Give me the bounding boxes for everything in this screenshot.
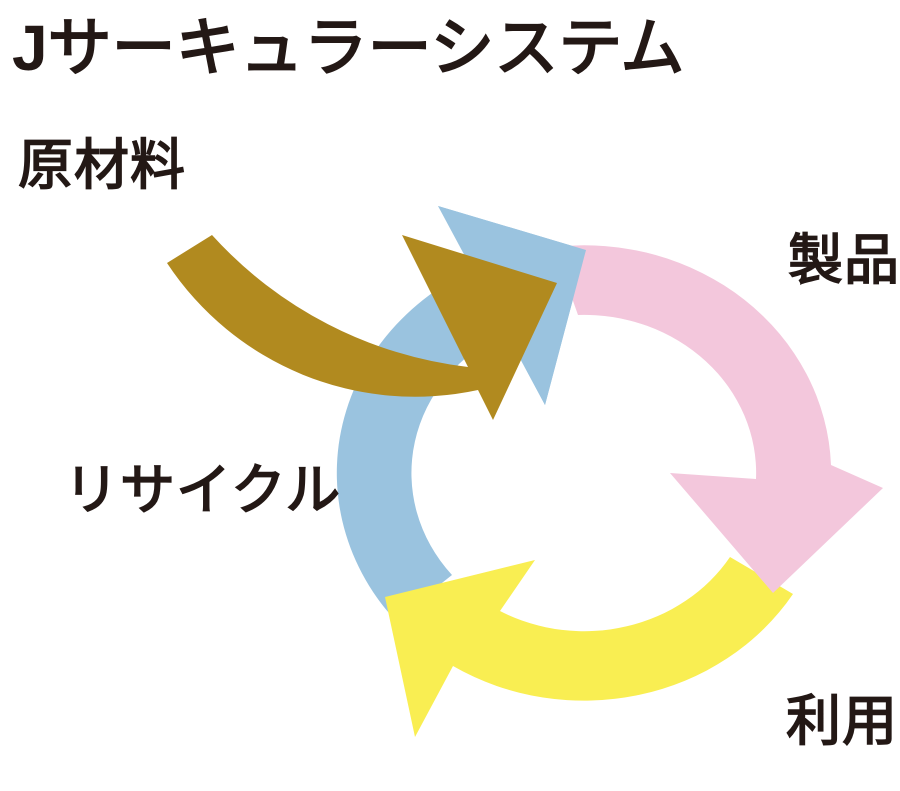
use-label: 利用 <box>786 690 899 752</box>
page-title: Jサーキュラーシステム <box>12 12 685 84</box>
raw-materials-label: 原材料 <box>18 134 187 196</box>
product-arrow <box>554 245 883 593</box>
raw-materials-arrow <box>167 235 557 420</box>
product-label: 製品 <box>788 229 900 291</box>
recycle-label: リサイクル <box>64 459 342 521</box>
use-arrow <box>385 557 793 737</box>
